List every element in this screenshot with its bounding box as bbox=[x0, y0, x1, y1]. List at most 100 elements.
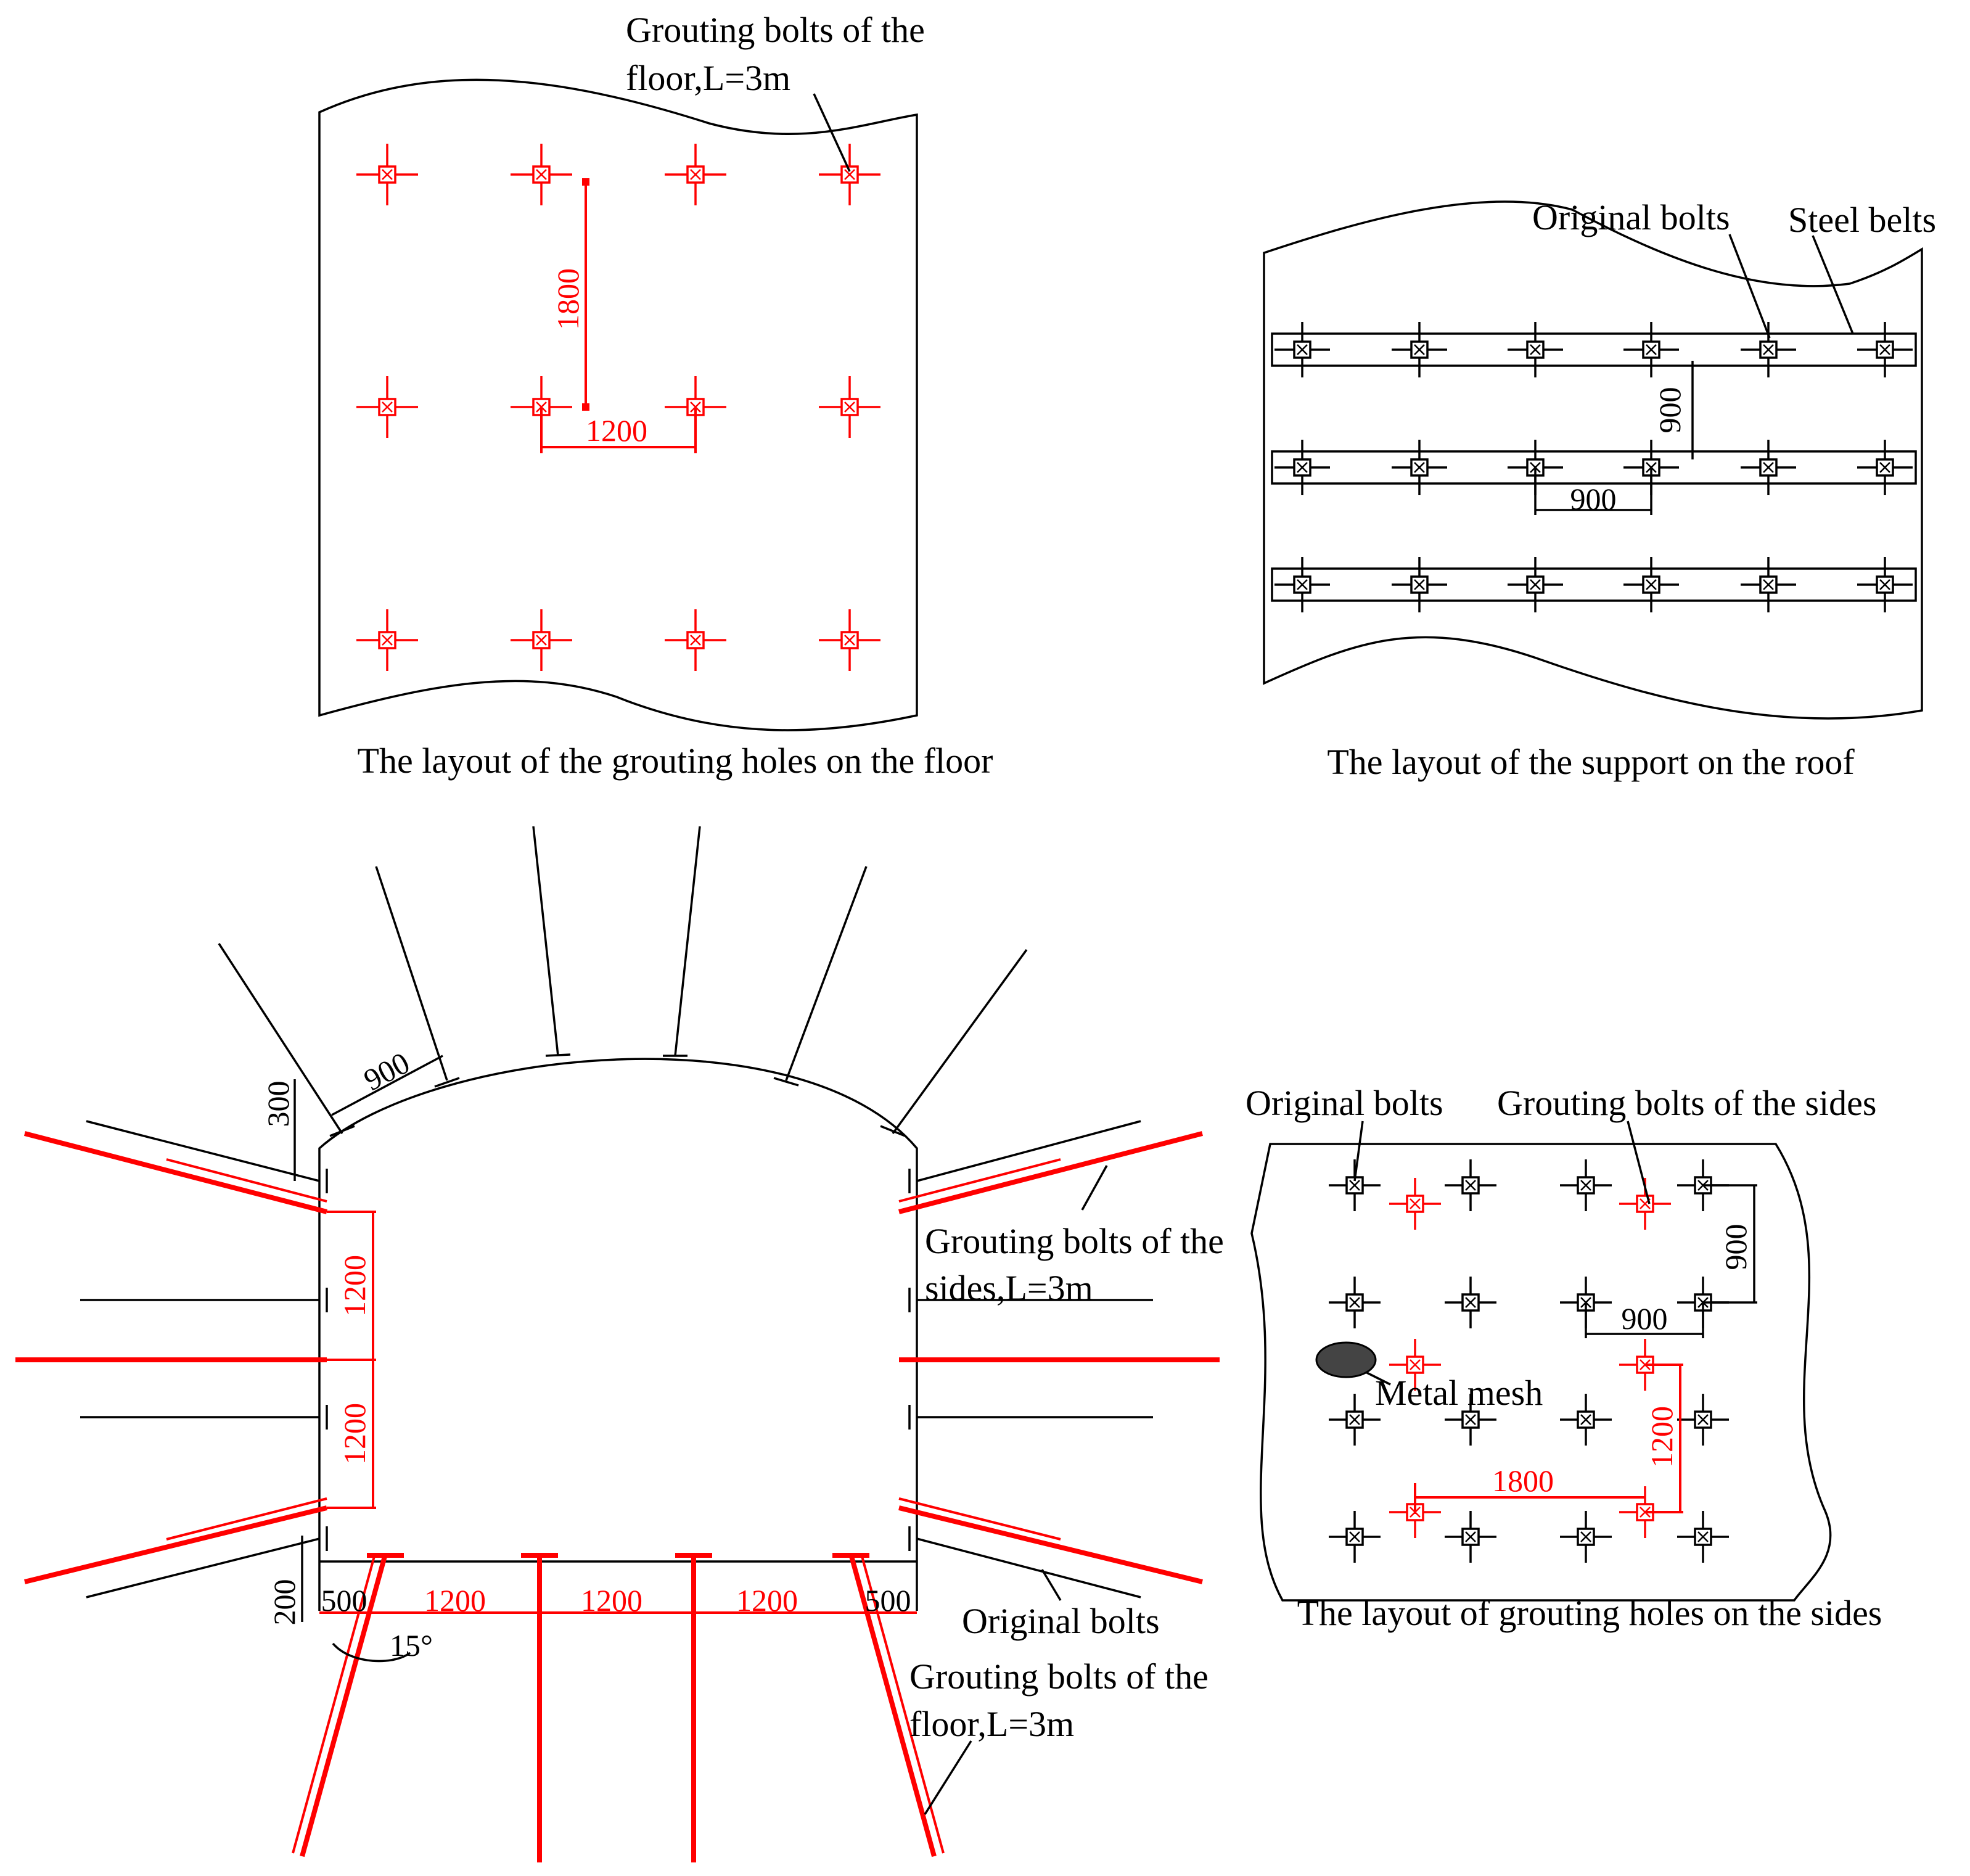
roadway-cross-section: 900 300 1200 1200 200 500 1200 1200 1200… bbox=[15, 826, 1224, 1862]
arch-bolt bbox=[532, 826, 559, 1056]
floor-label-leader bbox=[813, 93, 851, 172]
arch-bolt bbox=[674, 826, 701, 1056]
roof-original-bolt bbox=[1274, 557, 1330, 612]
side-lower-spacing-label: 1200 bbox=[337, 1403, 372, 1465]
metal-mesh-icon bbox=[1315, 1341, 1377, 1378]
floor-spacing-1-label: 1200 bbox=[424, 1583, 486, 1618]
roof-original-bolt bbox=[1392, 440, 1447, 495]
roof-original-bolt bbox=[1623, 557, 1679, 612]
floor-edge-left-label: 500 bbox=[321, 1583, 367, 1618]
floor-spacing-horizontal-label: 1200 bbox=[586, 413, 647, 448]
roof-original-bolt bbox=[1274, 322, 1330, 377]
sides-original-bolt bbox=[1445, 1159, 1496, 1211]
angle-arc bbox=[332, 1642, 411, 1663]
side-grouting-bolt bbox=[166, 1497, 327, 1541]
roof-original-bolts-label: Original bolts bbox=[1532, 197, 1730, 237]
roof-original-bolt bbox=[1508, 322, 1563, 377]
floor-grouting-bolts-section bbox=[292, 1553, 945, 1862]
floor-spacing-3-label: 1200 bbox=[736, 1583, 798, 1618]
sides-panel-caption: The layout of grouting holes on the side… bbox=[1297, 1593, 1882, 1633]
roof-panel-caption: The layout of the support on the roof bbox=[1327, 742, 1855, 782]
metal-mesh-label: Metal mesh bbox=[1375, 1373, 1543, 1413]
side-bolt-left bbox=[86, 1120, 320, 1182]
sides-grout-spacing-vertical-label: 1200 bbox=[1644, 1406, 1679, 1468]
floor-grouting-bolt bbox=[300, 1553, 388, 1857]
floor-panel-outline bbox=[318, 78, 918, 731]
floor-grouting-bolt bbox=[860, 1553, 945, 1854]
section-floor-grouting-label-line2: floor,L=3m bbox=[909, 1704, 1074, 1744]
roof-original-bolt bbox=[1274, 440, 1330, 495]
floor-spacing-vertical-label: 1800 bbox=[551, 268, 585, 330]
sides-grouting-leader bbox=[1081, 1165, 1108, 1211]
sides-original-bolt bbox=[1445, 1277, 1496, 1328]
arch-bolt bbox=[785, 866, 868, 1081]
arch-spacing-label: 900 bbox=[358, 1045, 416, 1098]
floor-grouting-bolt bbox=[819, 376, 880, 438]
sides-original-bolt bbox=[1677, 1511, 1729, 1563]
side-grouting-bolt bbox=[23, 1131, 328, 1214]
sides-panel-outline bbox=[1250, 1143, 1832, 1602]
sides-bolts bbox=[1329, 1159, 1729, 1563]
side-upper-spacing-label: 1200 bbox=[337, 1255, 372, 1317]
floor-angle-label: 15° bbox=[390, 1628, 433, 1663]
floor-grouting-bolt bbox=[819, 609, 880, 671]
section-floor-grouting-label-line1: Grouting bolts of the bbox=[909, 1656, 1209, 1697]
floor-edge-right-label: 500 bbox=[865, 1583, 911, 1618]
sides-spacing-vertical-label: 900 bbox=[1718, 1224, 1753, 1270]
floor-grouting-label-line2: floor,L=3m bbox=[626, 58, 790, 98]
roof-original-bolt bbox=[1857, 440, 1913, 495]
metal-mesh-leader bbox=[1365, 1371, 1391, 1386]
side-bolt-right bbox=[916, 1120, 1141, 1182]
steel-belt bbox=[1271, 332, 1917, 367]
sides-original-bolt bbox=[1329, 1277, 1381, 1328]
sides-original-leader bbox=[1353, 1121, 1364, 1182]
floor-offset-label: 200 bbox=[267, 1579, 302, 1626]
roof-panel-outline bbox=[1263, 200, 1923, 720]
side-grouting-bolt bbox=[898, 1158, 1061, 1203]
floor-grouting-bolt bbox=[292, 1553, 376, 1854]
sides-grouting-bolt bbox=[1389, 1178, 1441, 1230]
sides-original-bolt bbox=[1329, 1159, 1381, 1211]
roof-spacing-horizontal-label: 900 bbox=[1570, 482, 1617, 516]
arch-bolt bbox=[375, 866, 448, 1081]
sides-original-bolt bbox=[1329, 1394, 1381, 1446]
floor-grouting-bolt bbox=[819, 144, 880, 205]
roof-original-bolt bbox=[1392, 557, 1447, 612]
sides-grouting-label-line2: sides,L=3m bbox=[925, 1268, 1093, 1308]
roof-original-bolt bbox=[1392, 322, 1447, 377]
side-grouting-bolt bbox=[24, 1505, 327, 1584]
roof-original-bolt bbox=[1857, 322, 1913, 377]
sides-spacing-horizontal-label: 900 bbox=[1622, 1301, 1668, 1336]
roof-steel-belts bbox=[1271, 332, 1917, 602]
sides-grout-spacing-horizontal-label: 1800 bbox=[1492, 1463, 1554, 1498]
side-grouting-bolts bbox=[15, 1131, 1220, 1584]
roof-original-bolt bbox=[1741, 440, 1796, 495]
steel-belt bbox=[1271, 567, 1917, 602]
floor-grouting-bolt bbox=[356, 376, 418, 438]
roof-steel-leader bbox=[1812, 235, 1854, 334]
floor-dim-vertical-tick-bottom bbox=[582, 403, 589, 411]
roof-original-bolt bbox=[1741, 322, 1796, 377]
sides-original-bolt bbox=[1445, 1511, 1496, 1563]
roof-spacing-vertical-label: 900 bbox=[1652, 387, 1687, 434]
floor-grouting-bolt bbox=[665, 376, 726, 438]
roof-original-bolt bbox=[1508, 557, 1563, 612]
floor-panel-caption: The layout of the grouting holes on the … bbox=[358, 741, 993, 781]
roof-original-bolts bbox=[1274, 322, 1913, 612]
floor-grouting-bolt bbox=[356, 609, 418, 671]
roof-original-bolt bbox=[1857, 557, 1913, 612]
floor-grouting-bolts bbox=[356, 144, 880, 671]
arch-original-bolts bbox=[218, 826, 1028, 1137]
section-original-bolts-label: Original bolts bbox=[962, 1601, 1160, 1641]
floor-grouting-bolt bbox=[356, 144, 418, 205]
floor-dim-vertical-tick-top bbox=[582, 178, 589, 186]
floor-grouting-bolt bbox=[511, 609, 572, 671]
floor-grouting-panel: 1800 1200 Grouting bolts of the floor,L=… bbox=[318, 10, 993, 781]
sides-original-bolt bbox=[1560, 1159, 1612, 1211]
side-grouting-bolt bbox=[898, 1505, 1203, 1584]
sides-original-bolt bbox=[1329, 1511, 1381, 1563]
side-grouting-bolt bbox=[166, 1158, 327, 1203]
side-grouting-bolt bbox=[898, 1497, 1061, 1541]
floor-grouting-label-line1: Grouting bolts of the bbox=[626, 10, 925, 50]
floor-grouting-bolt bbox=[665, 609, 726, 671]
